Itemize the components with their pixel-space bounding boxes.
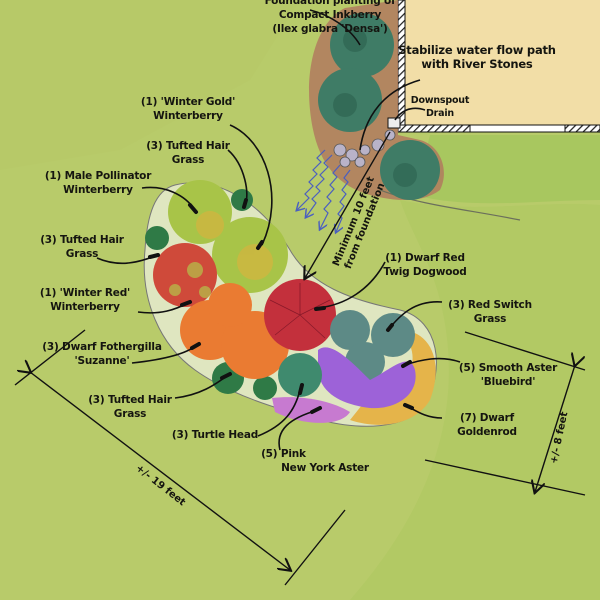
label-winter-red: (1) 'Winter Red'Winterberry (39, 287, 131, 313)
lawn-area (350, 200, 600, 600)
label-winter-gold: (1) 'Winter Gold'Winterberry (140, 96, 236, 122)
label-fothergilla: (3) Dwarf Fothergilla'Suzanne' (42, 341, 162, 367)
label-smooth-aster: (5) Smooth Aster'Bluebird' (458, 362, 558, 388)
house (402, 0, 600, 130)
smooth-aster (318, 347, 416, 409)
river-stones (333, 129, 396, 168)
label-turtle-head: (3) Turtle Head (171, 429, 259, 441)
